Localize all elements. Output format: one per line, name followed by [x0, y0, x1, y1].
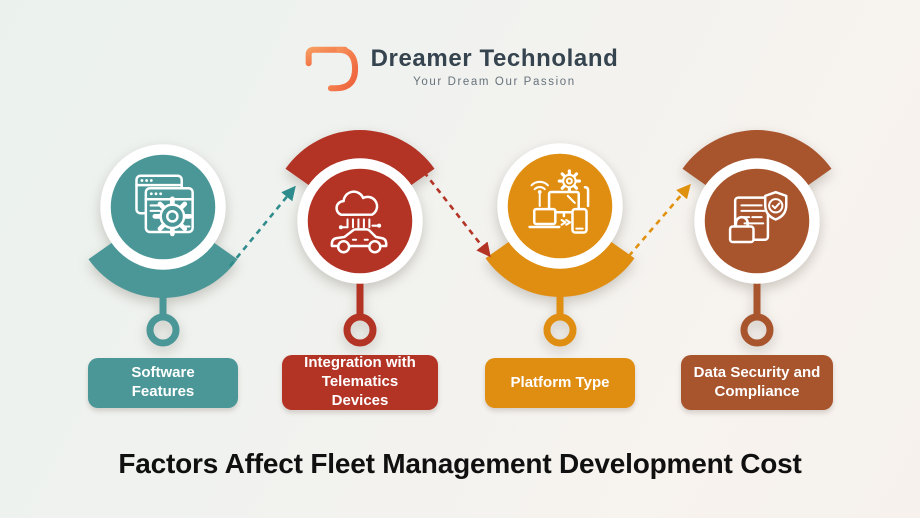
logo: Dreamer Technoland Your Dream Our Passio… [0, 40, 920, 92]
factor-unit-data-security [657, 118, 857, 353]
factor-label-data-security: Data Security and Compliance [681, 355, 833, 410]
connector-stem [556, 290, 564, 320]
multi-device-platform-icon [528, 169, 590, 234]
factor-circle [694, 158, 820, 284]
brand-tagline: Your Dream Our Passion [413, 75, 576, 88]
cloud-connected-car-icon [330, 190, 388, 254]
connector-ring [740, 313, 774, 347]
connector-ring [543, 313, 577, 347]
brand-name: Dreamer Technoland [370, 44, 619, 72]
factor-label-text: Integration with Telematics Devices [304, 354, 416, 409]
page-title: Factors Affect Fleet Management Developm… [118, 448, 802, 479]
factor-label-text: Software Features [131, 364, 195, 400]
dreamer-technoland-monogram-icon [305, 46, 358, 92]
factor-label-text: Platform Type [510, 373, 610, 391]
factor-label-text: Data Security and Compliance [693, 363, 821, 400]
factor-label-integration-telematics: Integration with Telematics Devices [282, 354, 438, 410]
software-windows-gear-icon [135, 174, 194, 237]
factor-label-platform-type: Platform Type [485, 358, 635, 408]
factor-circle [497, 143, 623, 269]
factor-unit-platform-type [460, 118, 660, 353]
connector-ring [343, 313, 377, 347]
factor-unit-software-features [63, 118, 263, 353]
connector-ring [146, 313, 180, 347]
factor-unit-integration-telematics [260, 118, 460, 353]
connector-stem [753, 281, 761, 320]
factor-circle [297, 158, 423, 284]
connector-stem [356, 281, 364, 320]
factor-label-software-features: Software Features [88, 358, 238, 408]
connector-stem [159, 290, 167, 320]
document-lock-shield-icon [728, 190, 788, 244]
